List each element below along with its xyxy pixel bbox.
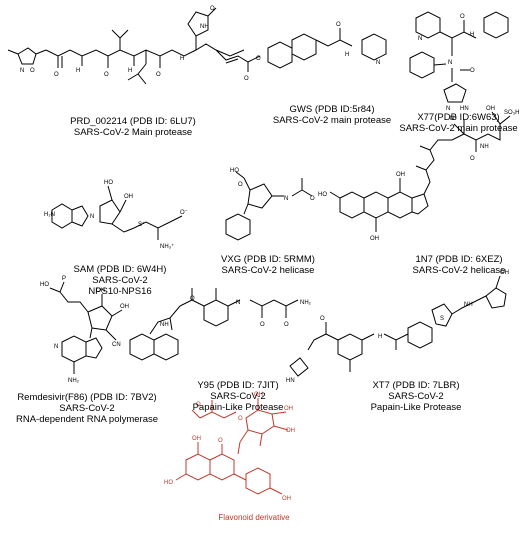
svg-text:NH: NH	[160, 322, 169, 328]
svg-text:OH: OH	[286, 428, 295, 434]
svg-text:N: N	[54, 344, 58, 350]
svg-text:N⁺: N⁺	[450, 115, 458, 122]
svg-text:NH: NH	[200, 24, 209, 30]
svg-text:O: O	[260, 322, 265, 328]
svg-text:O: O	[320, 316, 325, 322]
svg-text:O: O	[238, 416, 243, 422]
caption-remdesivir: Remdesivir(F86) (PDB ID: 7BV2) SARS-CoV-…	[15, 392, 159, 425]
structure-xt7	[289, 275, 507, 377]
structure-sam	[51, 185, 183, 240]
caption-flavonoid: Flavonoid derivative	[218, 513, 290, 522]
svg-text:H: H	[128, 68, 132, 74]
svg-text:OH: OH	[282, 496, 291, 502]
svg-text:O: O	[460, 14, 465, 20]
svg-text:N: N	[418, 36, 422, 42]
svg-text:O: O	[310, 196, 315, 202]
structure-prd-002214	[7, 7, 293, 85]
svg-text:OH: OH	[192, 436, 201, 442]
svg-text:OH: OH	[124, 194, 133, 200]
svg-text:N: N	[446, 106, 450, 112]
svg-text:N: N	[284, 196, 288, 202]
svg-text:H₂N: H₂N	[44, 212, 55, 218]
svg-text:H: H	[76, 68, 80, 74]
atom-labels: N O O H O H O H O NH O O O H N O H N N O…	[20, 6, 519, 384]
svg-text:O: O	[336, 22, 341, 28]
svg-text:S: S	[440, 316, 444, 322]
svg-text:P: P	[62, 276, 66, 282]
structure-y95	[129, 288, 299, 361]
caption-gws: GWS (PDB ID:5r84) SARS-CoV-2 main protea…	[272, 104, 392, 126]
svg-text:NH: NH	[480, 144, 489, 150]
svg-text:OH: OH	[96, 288, 105, 294]
caption-x77: X77(PDB ID:6W63) SARS-CoV-2 main proteas…	[399, 112, 518, 134]
svg-text:OH: OH	[500, 270, 509, 276]
structure-flavonoid	[175, 398, 289, 495]
svg-text:H: H	[180, 56, 184, 62]
svg-text:O: O	[196, 402, 201, 408]
svg-text:O: O	[244, 76, 249, 82]
svg-text:OH: OH	[284, 406, 293, 412]
svg-text:NH: NH	[464, 302, 473, 308]
svg-text:N: N	[20, 68, 24, 74]
svg-text:NH₃⁺: NH₃⁺	[160, 243, 174, 250]
svg-text:HO: HO	[230, 168, 239, 174]
svg-text:OH: OH	[254, 392, 263, 398]
svg-text:OH: OH	[486, 106, 495, 112]
svg-text:HO: HO	[318, 192, 327, 198]
svg-text:O⁻: O⁻	[180, 210, 188, 216]
svg-text:H: H	[378, 334, 382, 340]
svg-text:SO₃H: SO₃H	[504, 110, 519, 116]
structure-x77	[409, 11, 509, 103]
svg-text:HO: HO	[40, 282, 49, 288]
svg-text:O: O	[156, 72, 161, 78]
structure-gws	[291, 28, 387, 61]
svg-text:N: N	[236, 300, 240, 306]
svg-text:HN: HN	[286, 378, 295, 384]
svg-text:CN: CN	[112, 342, 121, 348]
svg-text:HO: HO	[164, 480, 173, 486]
flavonoid-atom-labels: O O OH OH OH OH HO O OH	[164, 392, 295, 502]
caption-sam: SAM (PDB ID: 6W4H) SARS-CoV-2 NPS10-NPS1…	[73, 264, 167, 297]
svg-text:OH: OH	[370, 236, 379, 242]
svg-text:H: H	[345, 52, 349, 58]
svg-text:S⁺: S⁺	[138, 221, 145, 228]
svg-text:N: N	[376, 60, 380, 66]
svg-text:O: O	[218, 438, 223, 444]
structure-vxg	[225, 171, 313, 241]
caption-vxg: VXG (PDB ID: 5RMM) SARS-CoV-2 helicase	[221, 254, 315, 276]
svg-text:O: O	[470, 156, 475, 162]
svg-text:N: N	[90, 214, 94, 220]
svg-text:O: O	[104, 72, 109, 78]
svg-text:O: O	[210, 6, 215, 12]
svg-text:NH₂: NH₂	[68, 378, 80, 384]
structure-1n7	[329, 111, 511, 232]
svg-text:OH: OH	[396, 172, 405, 178]
svg-text:HO: HO	[104, 180, 113, 186]
caption-xt7: XT7 (PDB ID: 7LBR) SARS-CoV-2 Papain-Lik…	[370, 380, 462, 413]
svg-text:O: O	[470, 68, 475, 74]
svg-text:O: O	[190, 296, 195, 302]
svg-text:NH₂: NH₂	[300, 300, 312, 306]
svg-text:O: O	[30, 68, 35, 74]
svg-text:O: O	[256, 56, 261, 62]
caption-prd-002214: PRD_002214 (PDB ID: 6LU7) SARS-CoV-2 Mai…	[70, 116, 196, 138]
svg-text:H: H	[470, 32, 474, 38]
caption-1n7: 1N7 (PDB ID: 6XEZ) SARS-CoV-2 helicase	[412, 254, 506, 276]
caption-y95: Y95 (PDB ID: 7JIT) SARS-CoV-2 Papain-Lik…	[192, 380, 284, 413]
svg-text:N: N	[448, 60, 452, 66]
structure-remdesivir	[49, 281, 123, 374]
svg-text:HN: HN	[460, 106, 469, 112]
svg-text:O: O	[284, 322, 289, 328]
svg-text:O: O	[238, 182, 243, 188]
svg-text:OH: OH	[120, 304, 129, 310]
svg-text:O: O	[54, 72, 59, 78]
